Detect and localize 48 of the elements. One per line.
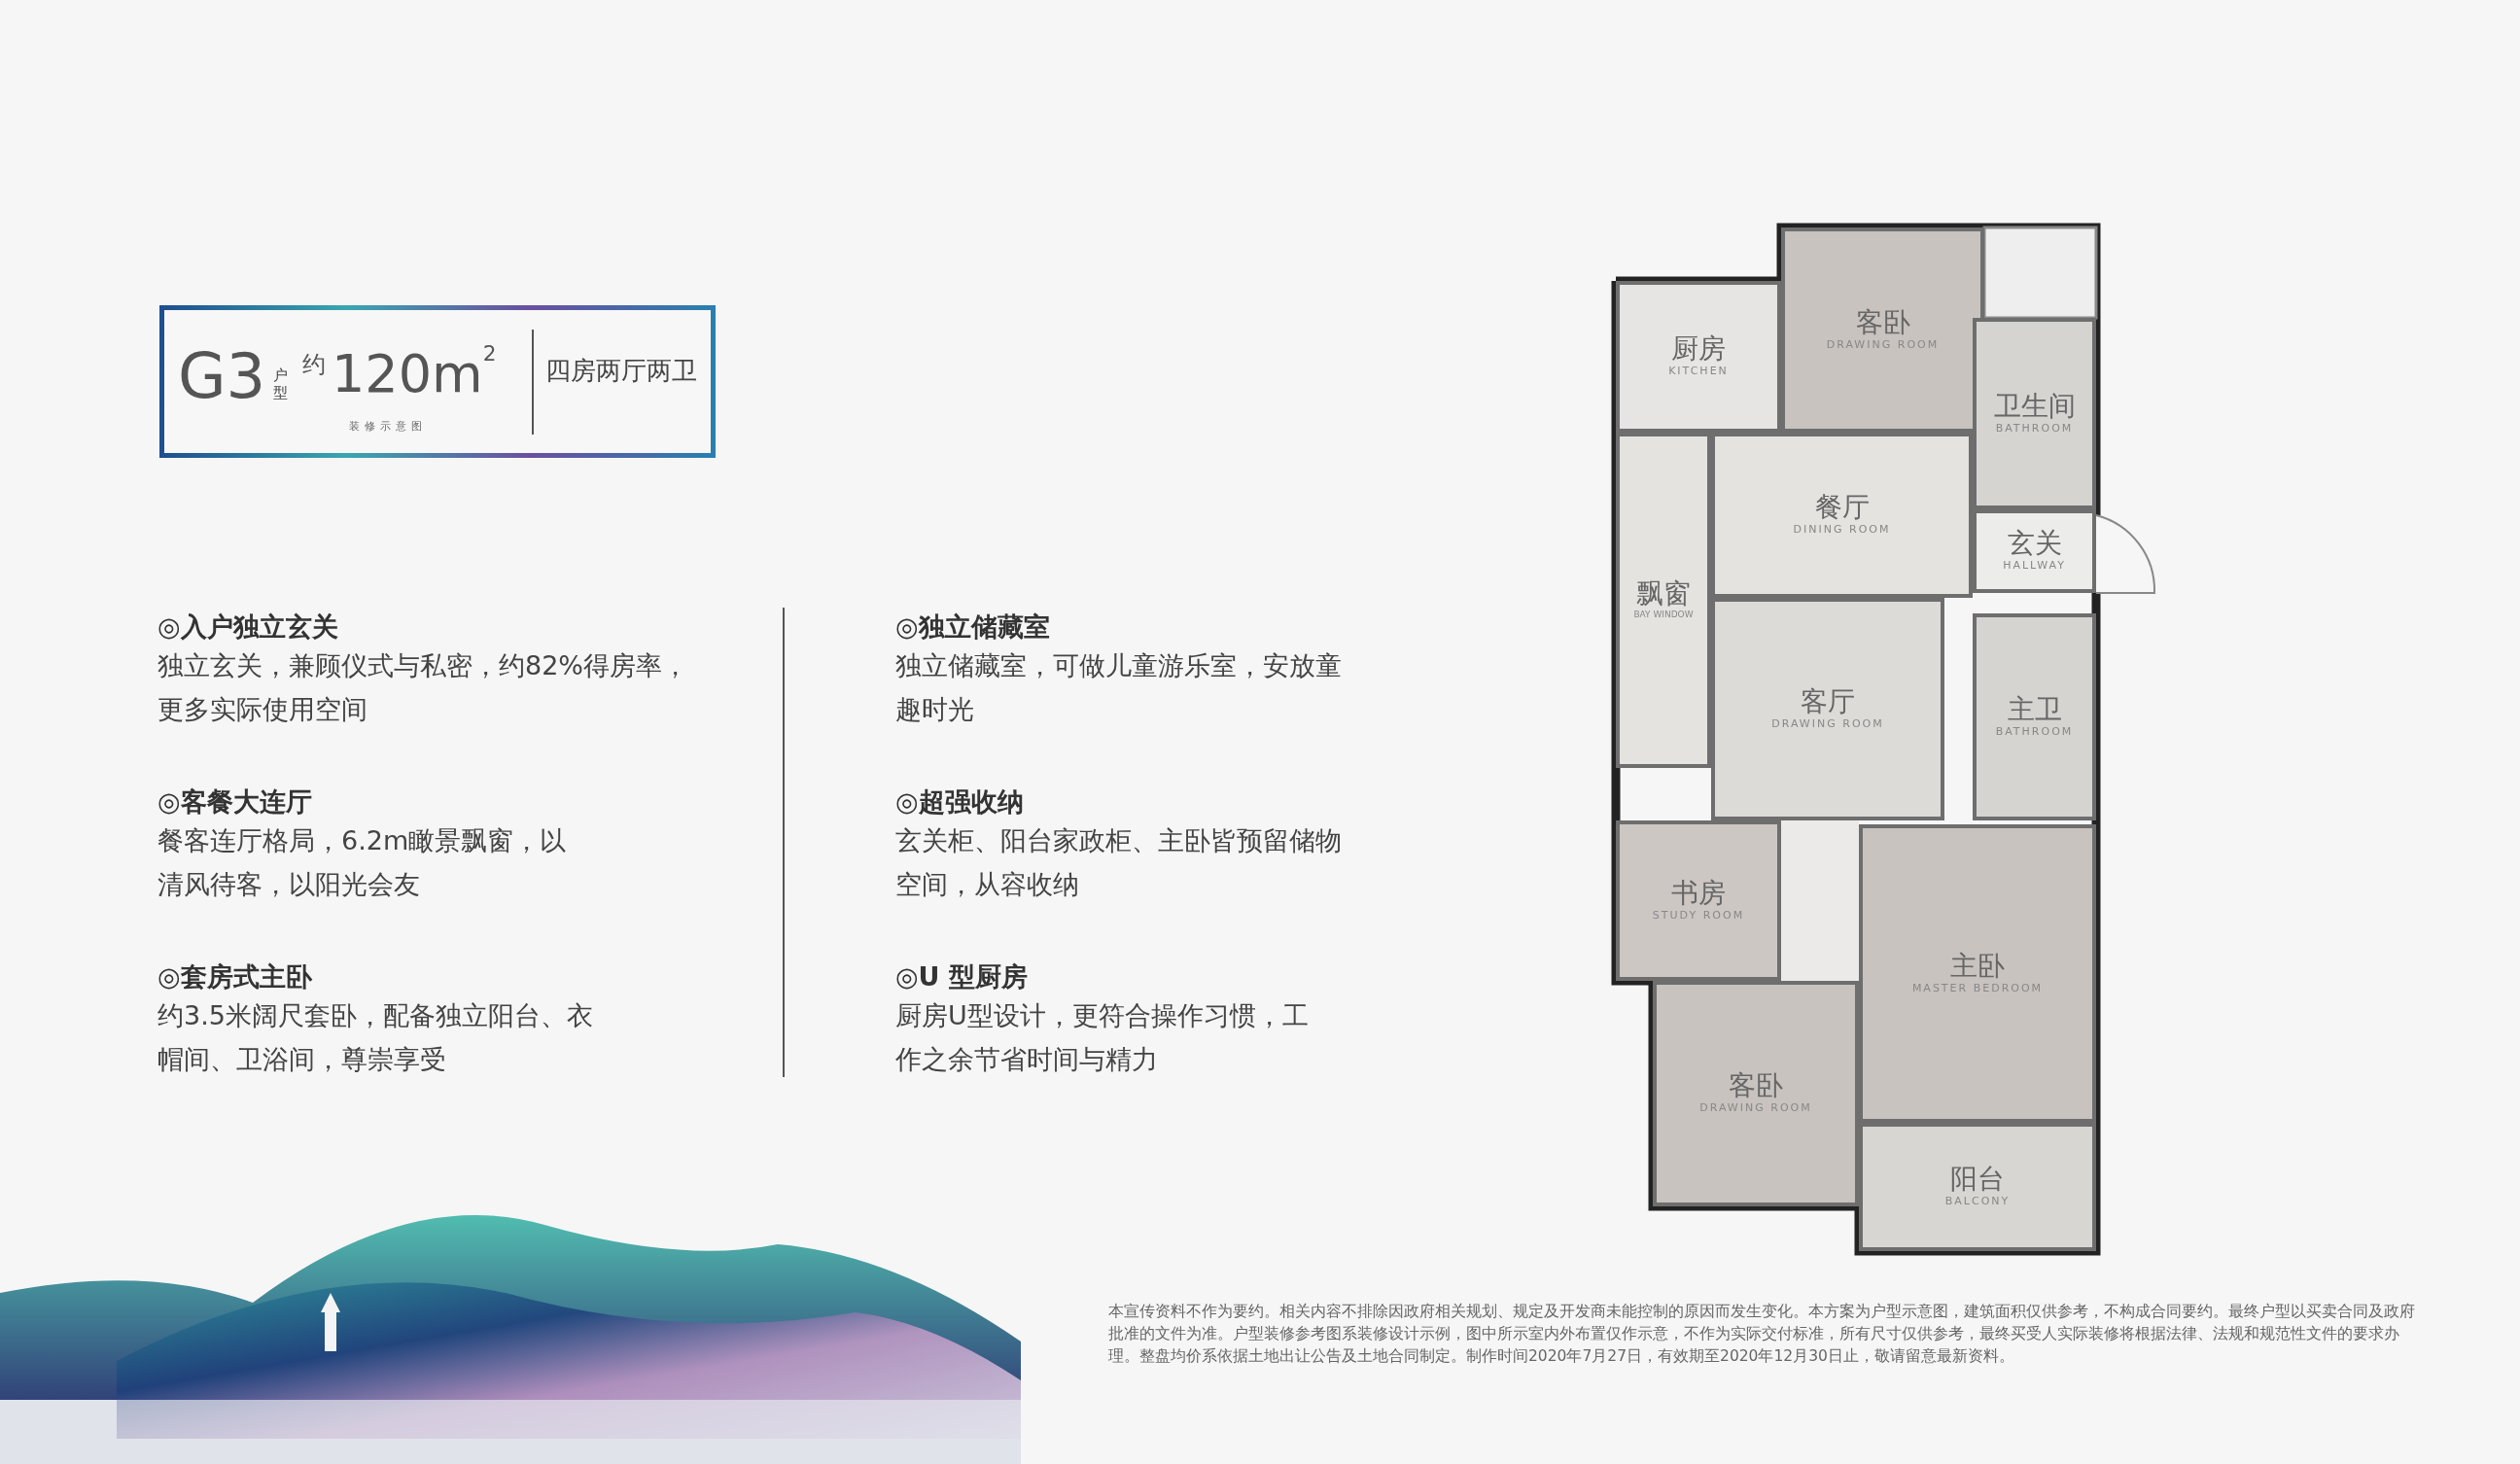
- disclaimer-text: 本宣传资料不作为要约。相关内容不排除因政府相关规划、规定及开发商未能控制的原因而发生变化。本方案为户型示意图，建筑面积仅供参考，不构成合同要约。最终户型以买卖合同及政府批准的文件为准。户型装修参考图系装修设计示例，图中所示室内外布置仅作示意，不作为实际交付标准，所有尺寸仅供参考，最终买受人实际装修将根据法律、法规和规范性文件的要求办理。整盘均价系依据土地出让公告及土地合同制定。制作时间2020年7月27日，有效期至2020年12月30日止，敬请留意最新资料。: [1108, 1302, 2416, 1367]
- room-name: 客卧: [1729, 1071, 1783, 1102]
- room-area: [1973, 318, 2096, 509]
- unit-code: G3: [178, 341, 266, 411]
- area-value: 120m$^{2}$: [332, 343, 497, 405]
- room-area: [1973, 613, 2096, 820]
- room-name-english: BALCONY: [1944, 1195, 2011, 1209]
- room-name: 主卫: [2007, 694, 2062, 725]
- room-name-english: STUDY ROOM: [1652, 908, 1745, 924]
- room-name-english: DRAWING ROOM: [1771, 716, 1884, 732]
- feature-description: 餐客连厅格局，6.2m瞰景飘窗，以清风待客，以阳光会友: [158, 824, 568, 901]
- room-name: 飘窗: [1636, 579, 1691, 610]
- feature-heading: ◎套房式主卧: [158, 960, 313, 993]
- unit-info-card: [159, 305, 716, 458]
- room-name: 玄关: [2007, 529, 2062, 560]
- feature-heading: ◎客餐大连厅: [158, 785, 313, 819]
- room-area: [1859, 824, 2096, 1123]
- room-name: 客厅: [1801, 686, 1855, 717]
- approx-label: 约: [302, 350, 326, 380]
- room-name: 客卧: [1855, 307, 1910, 338]
- room-name: 阳台: [1950, 1165, 2005, 1196]
- layout-type: 四房两厅两卫: [545, 355, 697, 387]
- decor-note: 装修示意图: [349, 419, 427, 434]
- room-name: 主卧: [1950, 951, 2005, 982]
- room-name-english: BAY WINDOW: [1633, 610, 1694, 621]
- unit-type-label: 户型: [273, 366, 289, 401]
- feature-description: 厨房U型设计，更符合操作习惯，工作之余节省时间与精力: [895, 999, 1310, 1076]
- feature-heading: ◎独立储藏室: [895, 610, 1051, 644]
- feature-description: 玄关柜、阳台家政柜、主卧皆预留储物空间，从容收纳: [895, 824, 1343, 901]
- room-name-english: BATHROOM: [1995, 421, 2074, 436]
- feature-heading: ◎入户独立玄关: [158, 610, 339, 644]
- feature-description: 独立储藏室，可做儿童游乐室，安放童趣时光: [895, 649, 1343, 726]
- room-name-english: DRAWING ROOM: [1699, 1101, 1812, 1116]
- room-name-english: MASTER BEDROOM: [1911, 981, 2044, 996]
- room-name: 厨房: [1671, 334, 1726, 366]
- room-name: 餐厅: [1814, 493, 1870, 524]
- room-name-english: BATHROOM: [1995, 724, 2074, 740]
- room-name: 书房: [1671, 878, 1726, 909]
- room-name-english: DINING ROOM: [1793, 523, 1891, 538]
- feature-heading: ◎超强收纳: [895, 785, 1025, 819]
- feature-description: 独立玄关，兼顾仪式与私密，约82%得房率，更多实际使用空间: [158, 649, 689, 726]
- room-name: 卫生间: [1993, 391, 2076, 422]
- room-name-english: KITCHEN: [1668, 365, 1729, 379]
- room-area: [1616, 820, 1781, 981]
- room-name-english: DRAWING ROOM: [1826, 337, 1940, 353]
- feature-heading: ◎U 型厨房: [895, 960, 1029, 993]
- room-name-english: HALLWAY: [2003, 559, 2066, 574]
- feature-description: 约3.5米阔尺套卧，配备独立阳台、衣帽间、卫浴间，尊崇享受: [158, 999, 594, 1076]
